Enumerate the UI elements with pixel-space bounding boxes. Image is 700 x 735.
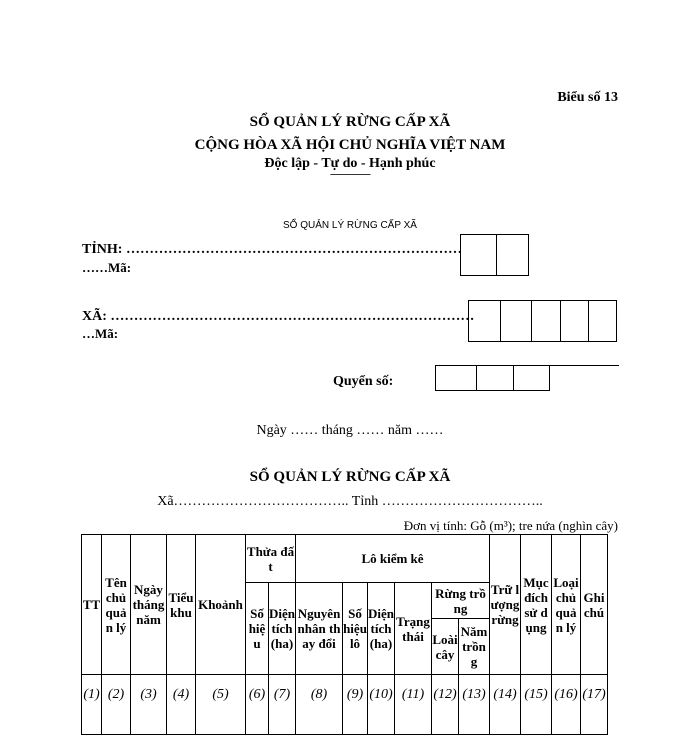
column-number: (17) [580, 674, 608, 735]
header-lot-no: Số hiệu lô [342, 582, 368, 675]
header-volume: Trữ lượng rừng [489, 534, 521, 675]
cover-title: SỔ QUẢN LÝ RỪNG CẤP XÃ [249, 114, 451, 130]
code-box[interactable] [560, 300, 589, 342]
header-owner-type: Loại chủ quản lý [551, 534, 581, 675]
commune-code-label: …Mã: [82, 326, 119, 341]
column-number: (6) [245, 674, 269, 735]
province-code-label: ……Mã: [82, 260, 132, 275]
commune-code-boxes [468, 300, 617, 342]
header-change-reason: Nguyên nhân thay đổi [295, 582, 343, 675]
code-box[interactable] [513, 365, 550, 391]
code-box[interactable] [531, 300, 561, 342]
header-plant-year: Năm trồng [458, 618, 490, 675]
header-species: Loài cây [431, 618, 459, 675]
column-number: (15) [520, 674, 552, 735]
column-number: (16) [551, 674, 581, 735]
header-parcel-area: Diện tích (ha) [268, 582, 296, 675]
volume-extension-line [549, 365, 619, 366]
code-box[interactable] [468, 300, 501, 342]
province-code-boxes [460, 234, 529, 276]
header-sub-area: Tiểu khu [166, 534, 196, 675]
column-number: (11) [394, 674, 432, 735]
column-number: (13) [458, 674, 490, 735]
column-number: (14) [489, 674, 521, 735]
column-number: (1) [81, 674, 102, 735]
header-status: Trạng thái [394, 582, 432, 675]
column-number: (5) [195, 674, 246, 735]
register-title: SỔ QUẢN LÝ RỪNG CẤP XÃ [249, 469, 451, 485]
header-tt: TT [81, 534, 102, 675]
column-number: (8) [295, 674, 343, 735]
small-title: SỔ QUẢN LÝ RỪNG CẤP XÃ [283, 220, 417, 231]
volume-boxes [435, 365, 550, 391]
header-block: Khoảnh [195, 534, 246, 675]
header-note: Ghi chú [580, 534, 608, 675]
column-number: (12) [431, 674, 459, 735]
code-box[interactable] [500, 300, 532, 342]
commune-label: XÃ: …………………………………………………………………… [82, 309, 475, 324]
motto-rule: --------------- [330, 168, 371, 180]
motto-subtitle: Độc lập - Tự do - Hạnh phúc [264, 156, 436, 171]
header-date: Ngày tháng năm [130, 534, 167, 675]
column-number: (7) [268, 674, 296, 735]
code-box[interactable] [476, 365, 514, 391]
code-box[interactable] [435, 365, 477, 391]
column-number: (10) [367, 674, 395, 735]
form-number: Biểu số 13 [557, 90, 618, 105]
code-box[interactable] [460, 234, 497, 276]
column-number: (2) [101, 674, 131, 735]
national-motto: CỘNG HÒA XÃ HỘI CHỦ NGHĨA VIỆT NAM [194, 137, 506, 153]
column-number: (3) [130, 674, 167, 735]
column-number: (4) [166, 674, 196, 735]
unit-line: Đơn vị tính: Gỗ (m³); tre nứa (nghìn cây… [403, 518, 618, 533]
code-box[interactable] [588, 300, 617, 342]
column-number-row: (1) (2) (3) (4) (5) (6) (7) (8) (9) (10)… [81, 674, 608, 735]
header-parcel-no: Số hiệu [245, 582, 269, 675]
location-line: Xã……………………………….. Tỉnh …………………………….. [157, 494, 543, 509]
province-label: TỈNH: ……………………………………………………………… [82, 242, 462, 257]
header-lot-area: Diện tích (ha) [367, 582, 395, 675]
date-line: Ngày …… tháng …… năm …… [256, 423, 444, 438]
header-planted-group: Rừng trồng [431, 582, 490, 619]
forest-register-table: TT Tên chủ quản lý Ngày tháng năm Tiểu k… [81, 534, 608, 735]
volume-label: Quyển số: [333, 374, 394, 389]
header-lot-group: Lô kiểm kê [295, 534, 490, 583]
header-parcel-group: Thửa đất [245, 534, 296, 583]
header-owner-name: Tên chủ quản lý [101, 534, 131, 675]
column-number: (9) [342, 674, 368, 735]
header-purpose: Mục đích sử dụng [520, 534, 552, 675]
code-box[interactable] [496, 234, 529, 276]
